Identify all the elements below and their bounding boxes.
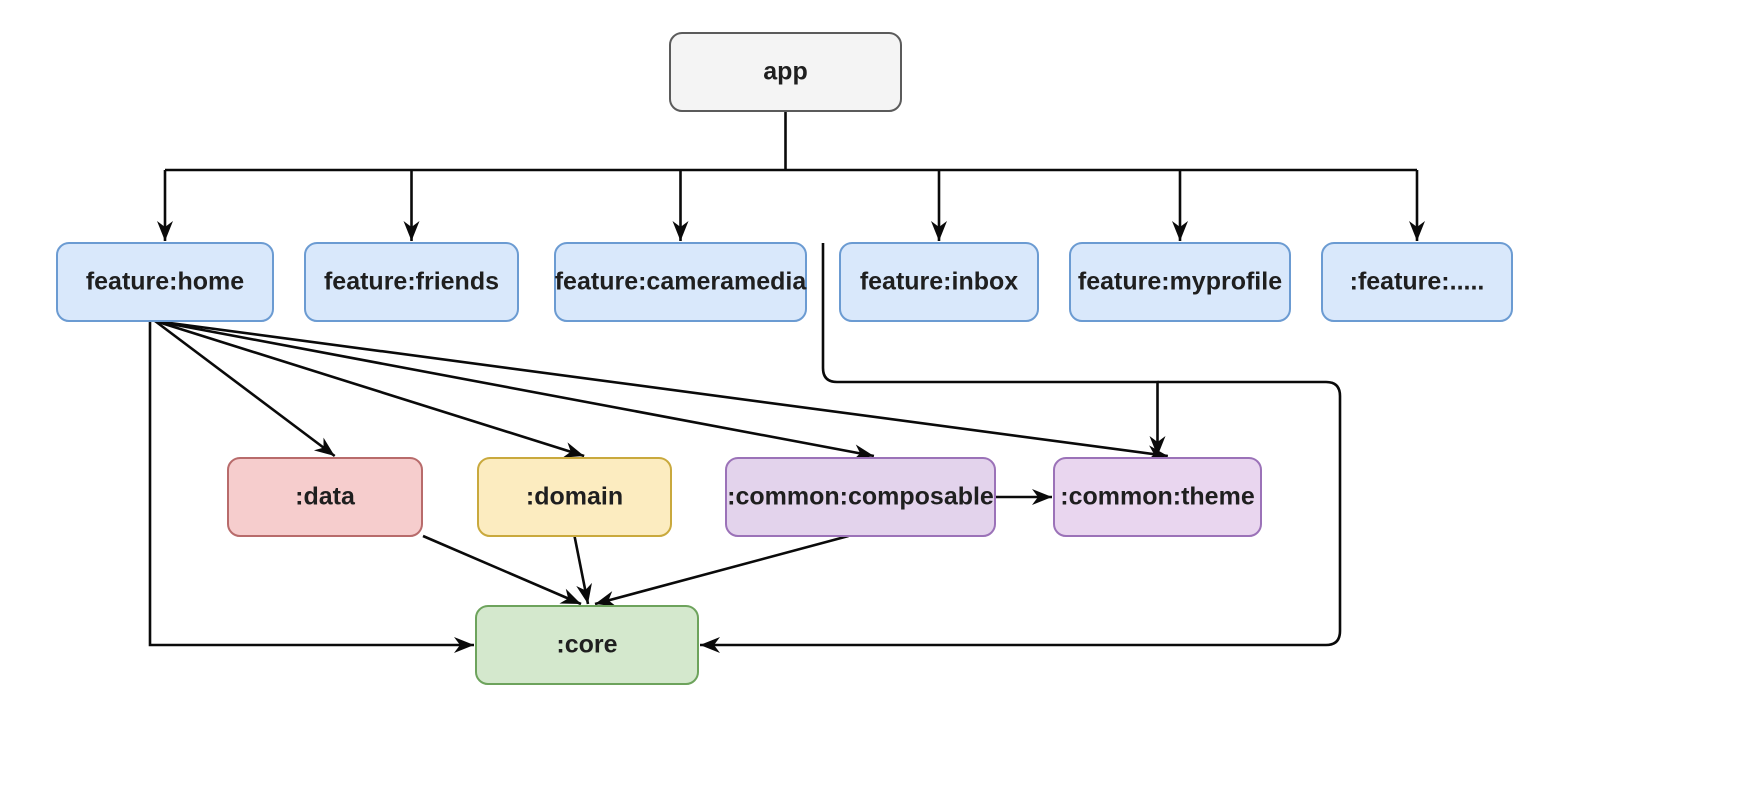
edge-home-to-common-composable xyxy=(154,319,875,458)
node-box[interactable] xyxy=(1321,242,1513,322)
node-box[interactable] xyxy=(56,242,274,322)
node-feature-home[interactable]: feature:home xyxy=(56,242,274,322)
arrowhead-home-to-domain xyxy=(562,442,585,458)
node-box[interactable] xyxy=(554,242,807,322)
arrowhead-app-to-feature-more xyxy=(1409,221,1425,241)
node-box[interactable] xyxy=(669,32,902,112)
arrowhead-app-to-feature-myprofile xyxy=(1172,221,1188,241)
node-domain[interactable]: :domain xyxy=(477,457,672,537)
node-app[interactable]: app xyxy=(669,32,902,112)
node-common-theme[interactable]: :common:theme xyxy=(1053,457,1262,537)
arrowhead-domain-to-core xyxy=(576,582,592,604)
arrowhead-home-to-data xyxy=(313,437,335,456)
node-box[interactable] xyxy=(304,242,519,322)
node-feature-myprofile[interactable]: feature:myprofile xyxy=(1069,242,1291,322)
arrowhead-common-composable-to-core xyxy=(595,591,617,607)
arrowhead-app-to-feature-friends xyxy=(403,221,420,241)
edge-home-to-data xyxy=(154,319,336,458)
edge-home-to-domain xyxy=(154,319,585,458)
edge-home-to-core xyxy=(148,321,474,647)
arrowhead-home-to-core xyxy=(454,637,474,653)
node-common-composable[interactable]: :common:composable xyxy=(725,457,996,537)
arrowhead-inbox-to-theme xyxy=(1149,436,1166,456)
arrowhead-app-to-feature-inbox xyxy=(931,221,947,241)
node-data[interactable]: :data xyxy=(227,457,423,537)
node-box[interactable] xyxy=(227,457,423,537)
arrowhead-composable-to-theme xyxy=(1032,489,1052,505)
edge-inbox-drop xyxy=(821,243,838,384)
arrowhead-app-to-feature-home xyxy=(157,221,173,241)
node-box[interactable] xyxy=(477,457,672,537)
node-box[interactable] xyxy=(725,457,996,537)
arrowhead-data-to-core xyxy=(559,588,581,604)
edge-inbox-to-core xyxy=(700,380,1342,647)
node-feature-cameramedia[interactable]: feature:cameramedia xyxy=(554,242,808,322)
node-core[interactable]: :core xyxy=(475,605,699,685)
node-feature-inbox[interactable]: feature:inbox xyxy=(839,242,1039,322)
edge-common-composable-to-core xyxy=(594,534,849,606)
node-box[interactable] xyxy=(1053,457,1262,537)
node-box[interactable] xyxy=(475,605,699,685)
edge-data-to-core xyxy=(422,534,582,606)
edge-home-to-common-theme xyxy=(154,319,1169,458)
node-box[interactable] xyxy=(839,242,1039,322)
node-feature-more[interactable]: :feature:..... xyxy=(1321,242,1513,322)
arrowhead-inbox-to-core xyxy=(700,637,720,653)
node-box[interactable] xyxy=(1069,242,1291,322)
edge-layer xyxy=(148,111,1425,653)
node-feature-friends[interactable]: feature:friends xyxy=(304,242,519,322)
arrowhead-home-to-common-composable xyxy=(852,444,874,461)
arrowhead-app-to-feature-cameramedia xyxy=(672,221,689,241)
